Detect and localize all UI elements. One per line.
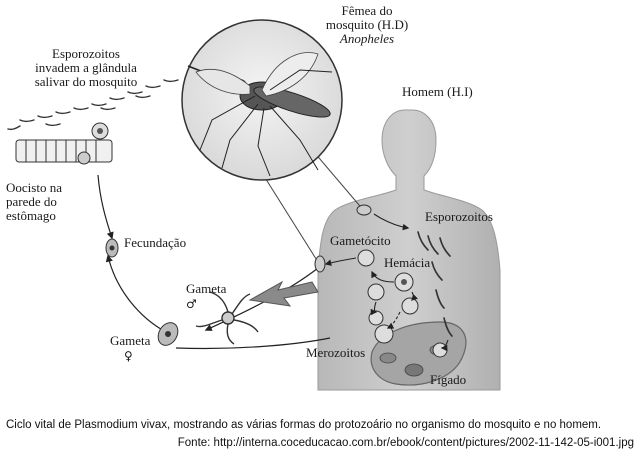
male-symbol: ♂ — [186, 297, 197, 311]
label-gamete-male: Gameta — [186, 281, 227, 296]
label-fertilization: Fecundação — [124, 235, 187, 250]
human-stage-cells — [314, 204, 448, 358]
figure-source: Fonte: http://interna.coceducacao.com.br… — [177, 437, 634, 449]
label-red-cell: Hemácia — [384, 255, 431, 270]
male-gamete-cell — [195, 291, 259, 345]
sporozoite-stream — [7, 79, 179, 131]
label-female-mosquito: Fêmea do mosquito (H.D) Anopheles — [325, 3, 409, 46]
life-cycle-diagram: Fêmea do mosquito (H.D) Anopheles Esporo… — [6, 3, 501, 391]
figure-caption: Ciclo vital de Plasmodium vivax, mostran… — [6, 419, 602, 431]
human-sporozoites — [417, 231, 453, 337]
human-silhouette — [317, 109, 501, 391]
label-gametocyte: Gametócito — [330, 233, 391, 248]
label-merozoites: Merozoitos — [306, 345, 366, 360]
label-gamete-female: Gameta — [110, 333, 151, 348]
stomach-wall — [15, 122, 113, 165]
female-symbol: ♀ — [124, 349, 133, 363]
label-human: Homem (H.I) — [402, 84, 473, 99]
female-gamete-cell — [157, 322, 179, 346]
label-sporozoites-gland: Esporozoitos invadem a glândula salivar … — [34, 46, 138, 89]
label-liver: Fígado — [430, 372, 467, 387]
mosquito-magnifier — [181, 19, 343, 181]
label-oocyst: Oocisto na parede do estômago — [6, 180, 62, 223]
human-cycle-arrows — [324, 213, 449, 352]
zygote-cell — [105, 238, 119, 258]
transmission-arrow — [248, 280, 319, 307]
label-sporozoites-human: Esporozoitos — [425, 209, 493, 224]
